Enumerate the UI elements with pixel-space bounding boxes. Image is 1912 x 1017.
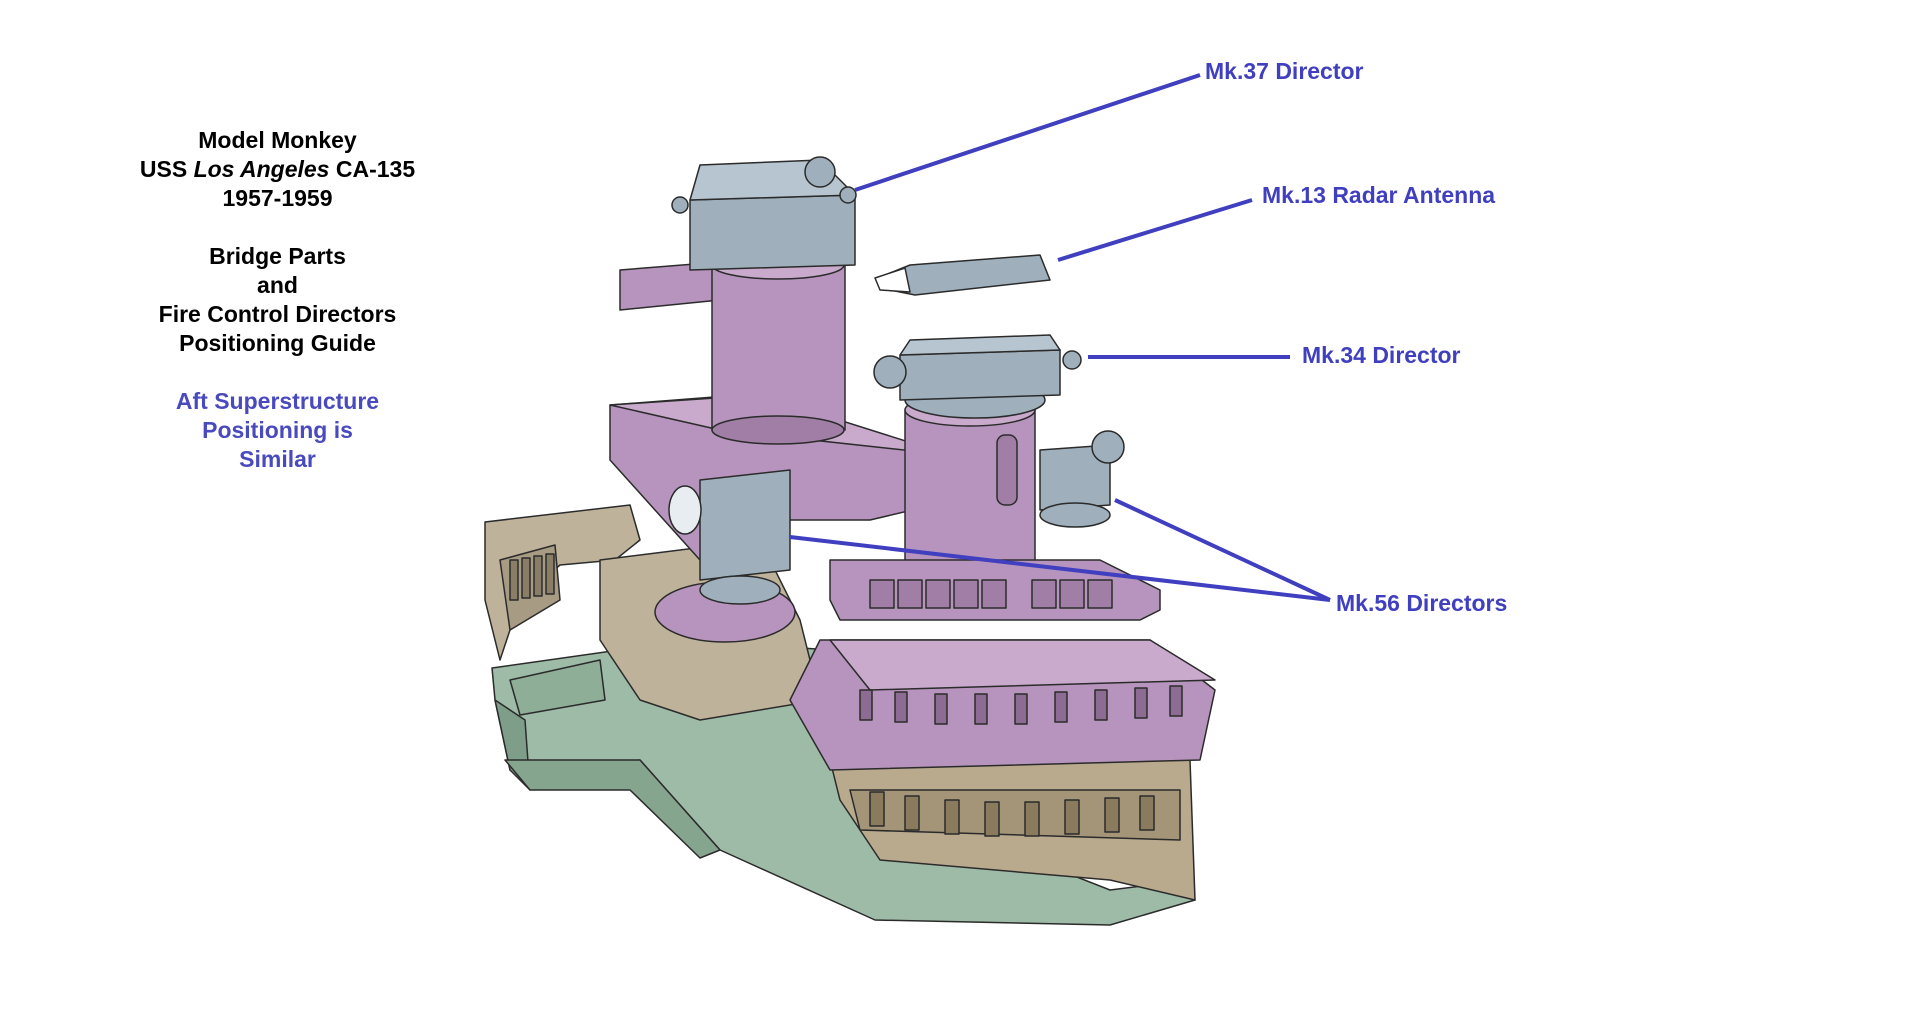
leader-line-mk56-left (789, 535, 1331, 602)
ship-name: Los Angeles (193, 156, 330, 182)
title-line-guide: Positioning Guide (179, 330, 376, 356)
title-line-years: 1957-1959 (222, 185, 333, 211)
ship-hull-number: CA-135 (329, 156, 416, 182)
label-mk13-radar-antenna: Mk.13 Radar Antenna (1262, 182, 1496, 208)
gallery-windows (869, 579, 1113, 609)
title-line-brand: Model Monkey (198, 127, 357, 153)
mk37-director-model (671, 156, 857, 271)
label-mk56-directors: Mk.56 Directors (1336, 590, 1508, 616)
note-line-1: Aft Superstructure (175, 388, 380, 414)
mk56-director-right-model (1039, 430, 1125, 528)
mk56-director-left-model (668, 469, 791, 605)
lower-window-row (869, 791, 1155, 837)
leader-line-mk56-right (1114, 498, 1331, 602)
ship-prefix: USS (139, 156, 194, 182)
forward-gallery (829, 559, 1161, 621)
title-line-ship: USS Los Angeles CA-135 (100, 155, 455, 184)
title-line-and: and (257, 272, 298, 298)
guide-title-block: Model Monkey USS Los Angeles CA-135 1957… (100, 126, 455, 474)
mk34-director-model (873, 334, 1082, 419)
note-line-2: Positioning is (202, 417, 353, 443)
label-mk34-director: Mk.34 Director (1302, 342, 1461, 368)
leader-line-mk37 (854, 73, 1201, 192)
lower-bridge (789, 639, 1216, 771)
title-line-directors: Fire Control Directors (158, 301, 397, 327)
vent-grille (509, 553, 555, 601)
leader-line-mk13 (1057, 198, 1253, 262)
title-line-subject: Bridge Parts (209, 243, 346, 269)
label-mk37-director: Mk.37 Director (1205, 58, 1364, 84)
mk37-tower (711, 250, 846, 445)
note-line-3: Similar (239, 446, 316, 472)
window-row (859, 685, 1183, 725)
mk13-antenna-model (874, 254, 1051, 296)
leader-lines (789, 73, 1331, 602)
